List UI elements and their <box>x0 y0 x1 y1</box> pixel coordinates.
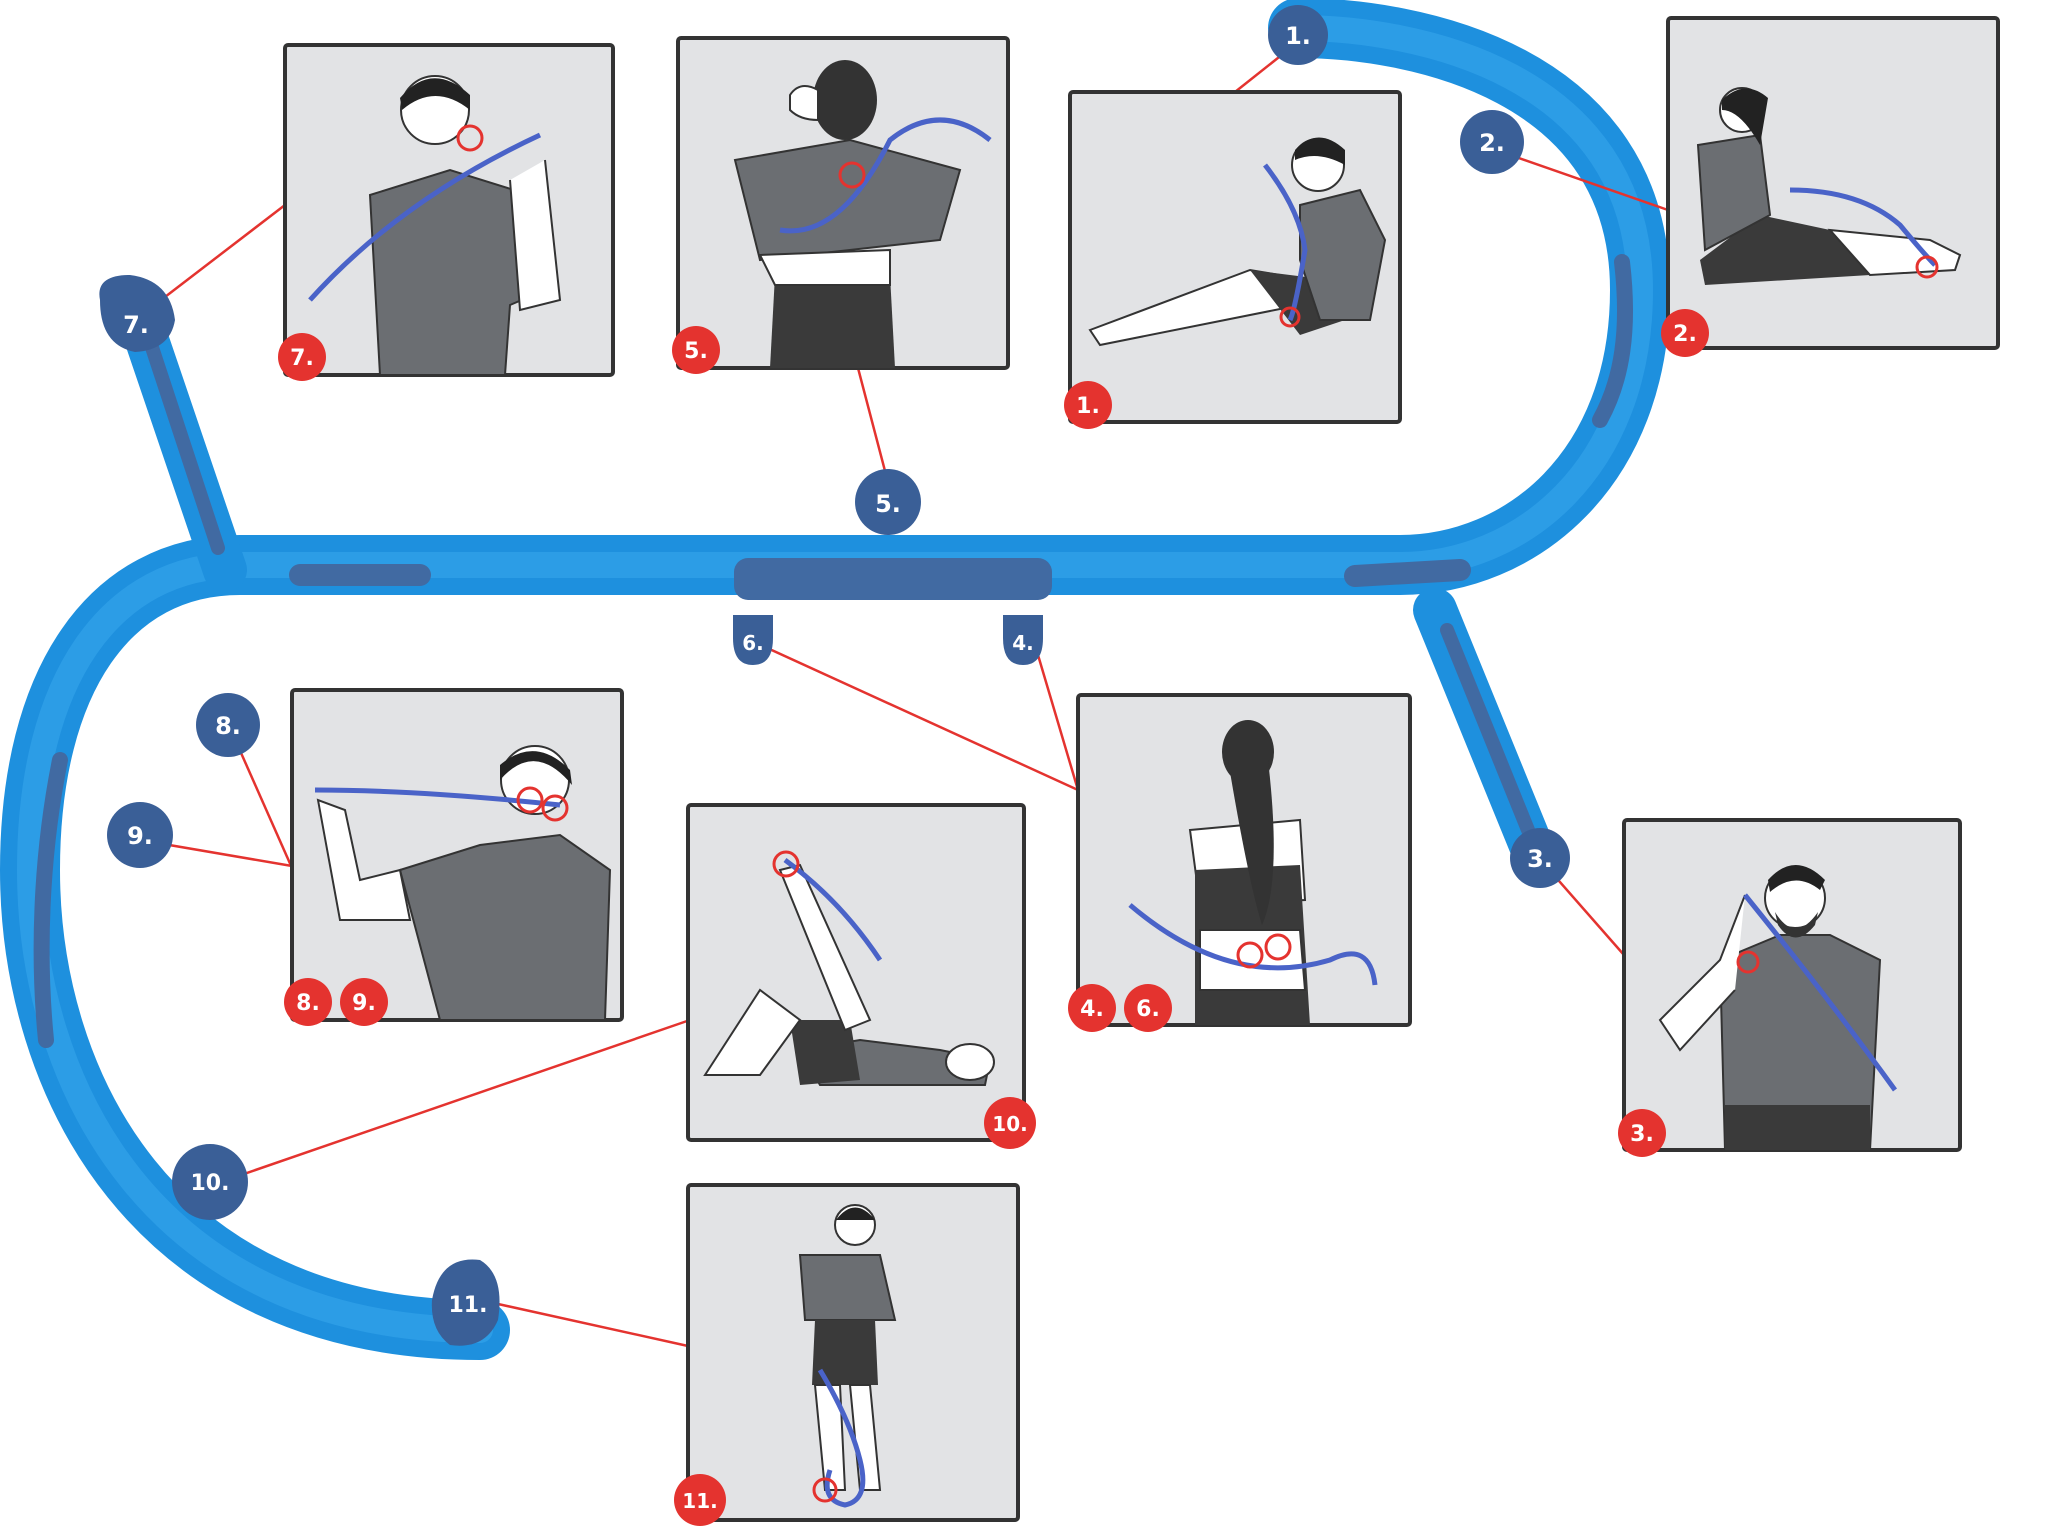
badge-8: 8. <box>296 991 320 1016</box>
marker-6: 6. <box>742 631 764 655</box>
marker-5: 5. <box>875 490 901 518</box>
marker-3: 3. <box>1527 845 1553 873</box>
panel-badges: 1. 2. 3. 4. 6. 5. 7. 8. 9. 10. 11. <box>278 309 1709 1526</box>
exercise-panel-5 <box>676 36 1010 370</box>
badge-11: 11. <box>682 1489 717 1513</box>
badge-6: 6. <box>1136 997 1160 1022</box>
exercise-panel-2 <box>1666 16 2000 350</box>
marker-4: 4. <box>1012 631 1034 655</box>
exercise-panel-3 <box>1622 818 1962 1152</box>
badge-1: 1. <box>1076 394 1100 419</box>
marker-11: 11. <box>449 1293 488 1318</box>
marker-8: 8. <box>215 712 241 740</box>
exercise-panel-8-9 <box>290 688 624 1022</box>
badge-3: 3. <box>1630 1122 1654 1147</box>
marker-7: 7. <box>123 311 149 339</box>
badge-10: 10. <box>992 1112 1027 1136</box>
massage-tool-body <box>0 0 1671 1360</box>
exercise-panels <box>283 16 2000 1522</box>
badge-7: 7. <box>290 346 314 371</box>
exercise-panel-7 <box>283 43 615 377</box>
exercise-panel-11 <box>686 1183 1020 1522</box>
marker-1: 1. <box>1285 22 1311 50</box>
marker-10: 10. <box>191 1171 230 1196</box>
badge-4: 4. <box>1080 997 1104 1022</box>
badge-2: 2. <box>1673 322 1697 347</box>
tool-markers: 1. 2. 3. 4. 5. 6. 7. 8. 9. 10. 11. <box>99 5 1570 1346</box>
exercise-panel-10 <box>686 803 1026 1142</box>
marker-9: 9. <box>127 822 153 850</box>
badge-5: 5. <box>684 339 708 364</box>
badge-9: 9. <box>352 991 376 1016</box>
exercise-panel-1 <box>1068 90 1402 424</box>
marker-2: 2. <box>1479 129 1505 157</box>
exercise-panel-4-6 <box>1076 693 1412 1027</box>
